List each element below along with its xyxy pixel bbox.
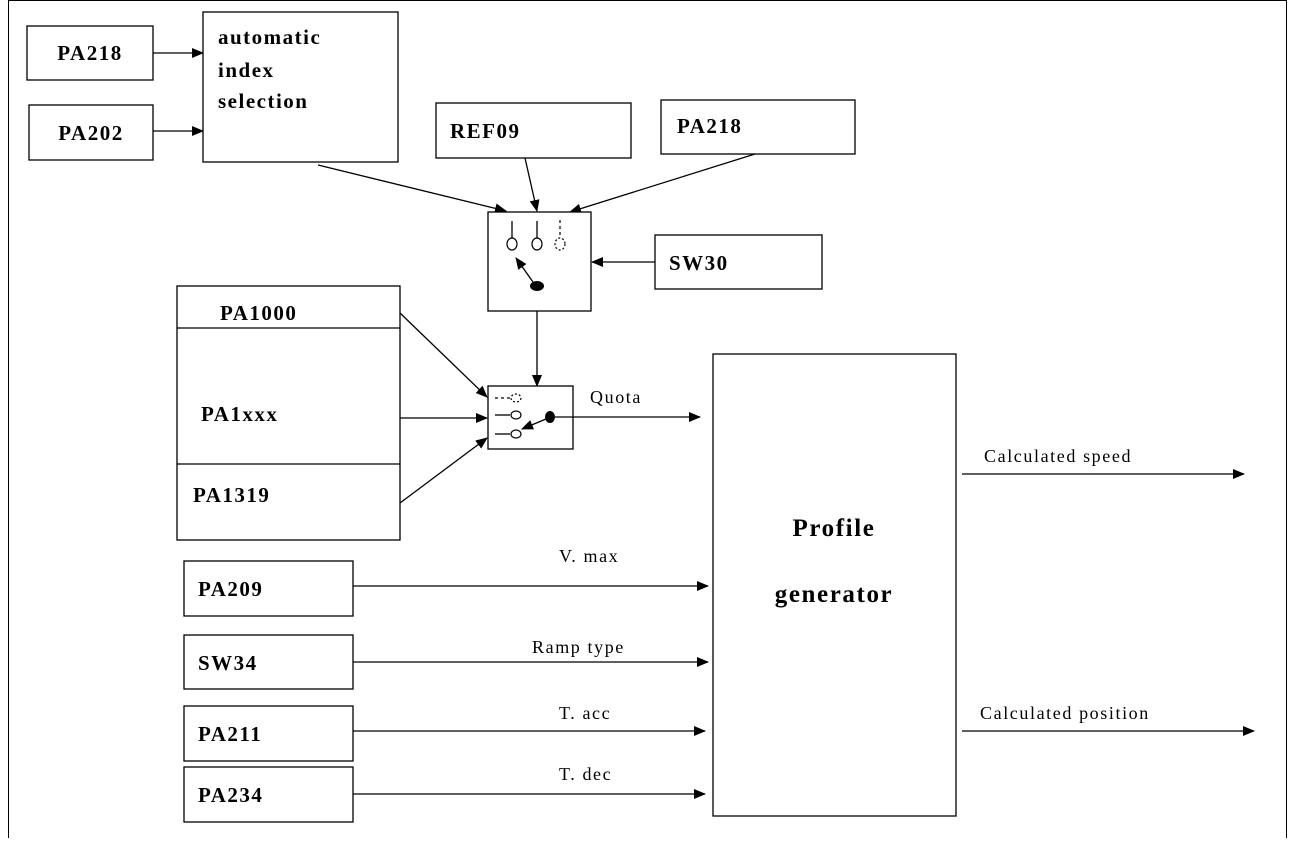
pa234-label: PA234	[198, 783, 263, 807]
arrow-pa218-to-selector1	[569, 153, 756, 214]
block-automatic-index-selection: automatic index selection	[202, 11, 399, 163]
block-profile-generator: Profile generator	[712, 353, 957, 817]
selector-switch-1	[487, 211, 592, 312]
selector-switch-2	[487, 385, 574, 450]
pa211-label: PA211	[198, 722, 262, 746]
arrow-ref09-to-selector1	[524, 157, 540, 212]
ramp-type-label: Ramp type	[532, 637, 625, 657]
t-dec-label: T. dec	[559, 764, 612, 784]
calculated-position-label: Calculated position	[980, 703, 1150, 723]
ref09-label: REF09	[450, 119, 521, 143]
block-pa209: PA209	[183, 560, 354, 617]
profile-label-line1: Profile	[793, 515, 876, 542]
pa218-top-label: PA218	[57, 41, 122, 65]
block-pa202: PA202	[28, 104, 154, 161]
t-acc-label: T. acc	[559, 703, 611, 723]
arrow-pa1000-to-selector2	[399, 312, 488, 398]
pa1000-label: PA1000	[220, 301, 297, 325]
switch1-pivot	[530, 281, 544, 291]
quota-label: Quota	[590, 387, 642, 407]
block-sw34: SW34	[183, 634, 354, 690]
block-pa234: PA234	[183, 766, 354, 823]
arrow-index-to-selector1	[317, 164, 507, 214]
profile-label-line2: generator	[775, 581, 894, 608]
auto-index-line1: automatic	[218, 25, 321, 49]
block-sw30: SW30	[654, 234, 823, 290]
block-pa218-top: PA218	[26, 25, 154, 81]
diagram-frame	[8, 0, 1287, 838]
calculated-speed-label: Calculated speed	[984, 446, 1132, 466]
block-pa218-right: PA218	[660, 99, 856, 155]
sw30-label: SW30	[669, 251, 729, 275]
pa209-label: PA209	[198, 577, 263, 601]
switch2-pivot	[545, 411, 555, 423]
block-pa-table: PA1000 PA1xxx PA1319	[176, 285, 401, 541]
auto-index-line2: index	[218, 58, 275, 82]
pa218-right-label: PA218	[677, 114, 742, 138]
sw34-label: SW34	[198, 651, 258, 675]
vmax-label: V. max	[559, 546, 619, 566]
arrow-pa1319-to-selector2	[399, 437, 488, 504]
switch2-lever	[521, 418, 547, 430]
pa1xxx-label: PA1xxx	[201, 402, 278, 426]
switch1-lever	[515, 257, 534, 283]
block-pa211: PA211	[183, 705, 354, 762]
pa1319-label: PA1319	[193, 483, 270, 507]
auto-index-line3: selection	[218, 89, 308, 113]
block-ref09: REF09	[435, 102, 632, 159]
pa202-label: PA202	[58, 121, 123, 145]
